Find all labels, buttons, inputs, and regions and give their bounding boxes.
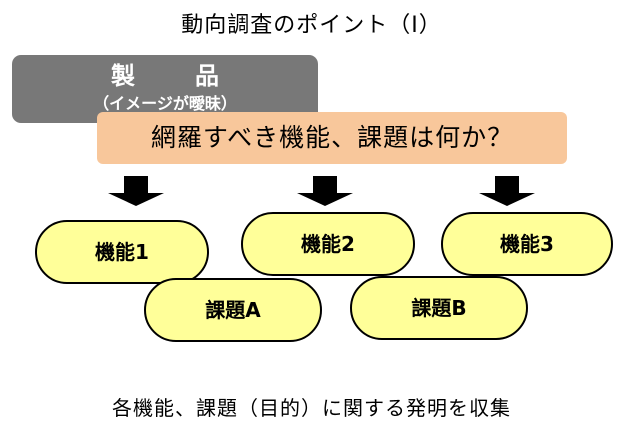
function-3-pill: 機能3 <box>441 212 613 276</box>
product-subtitle: （イメージが曖昧） <box>93 94 237 113</box>
issue-b-pill: 課題B <box>350 276 528 340</box>
product-box: 製品 （イメージが曖昧） <box>12 55 318 123</box>
down-arrow-icon <box>108 176 164 206</box>
product-title-right: 品 <box>195 62 219 90</box>
question-box: 網羅すべき機能、課題は何か？ <box>97 112 567 164</box>
down-arrow-icon <box>479 176 535 206</box>
product-title-left: 製 <box>111 62 135 90</box>
down-arrow-icon <box>297 176 353 206</box>
function-1-pill: 機能1 <box>35 220 209 284</box>
product-title: 製品 <box>12 61 318 91</box>
issue-a-pill: 課題A <box>144 278 322 342</box>
function-2-pill: 機能2 <box>241 212 415 276</box>
slide-title: 動向調査のポイント（Ⅰ） <box>181 13 442 38</box>
footer-text: 各機能、課題（目的）に関する発明を収集 <box>112 396 511 420</box>
